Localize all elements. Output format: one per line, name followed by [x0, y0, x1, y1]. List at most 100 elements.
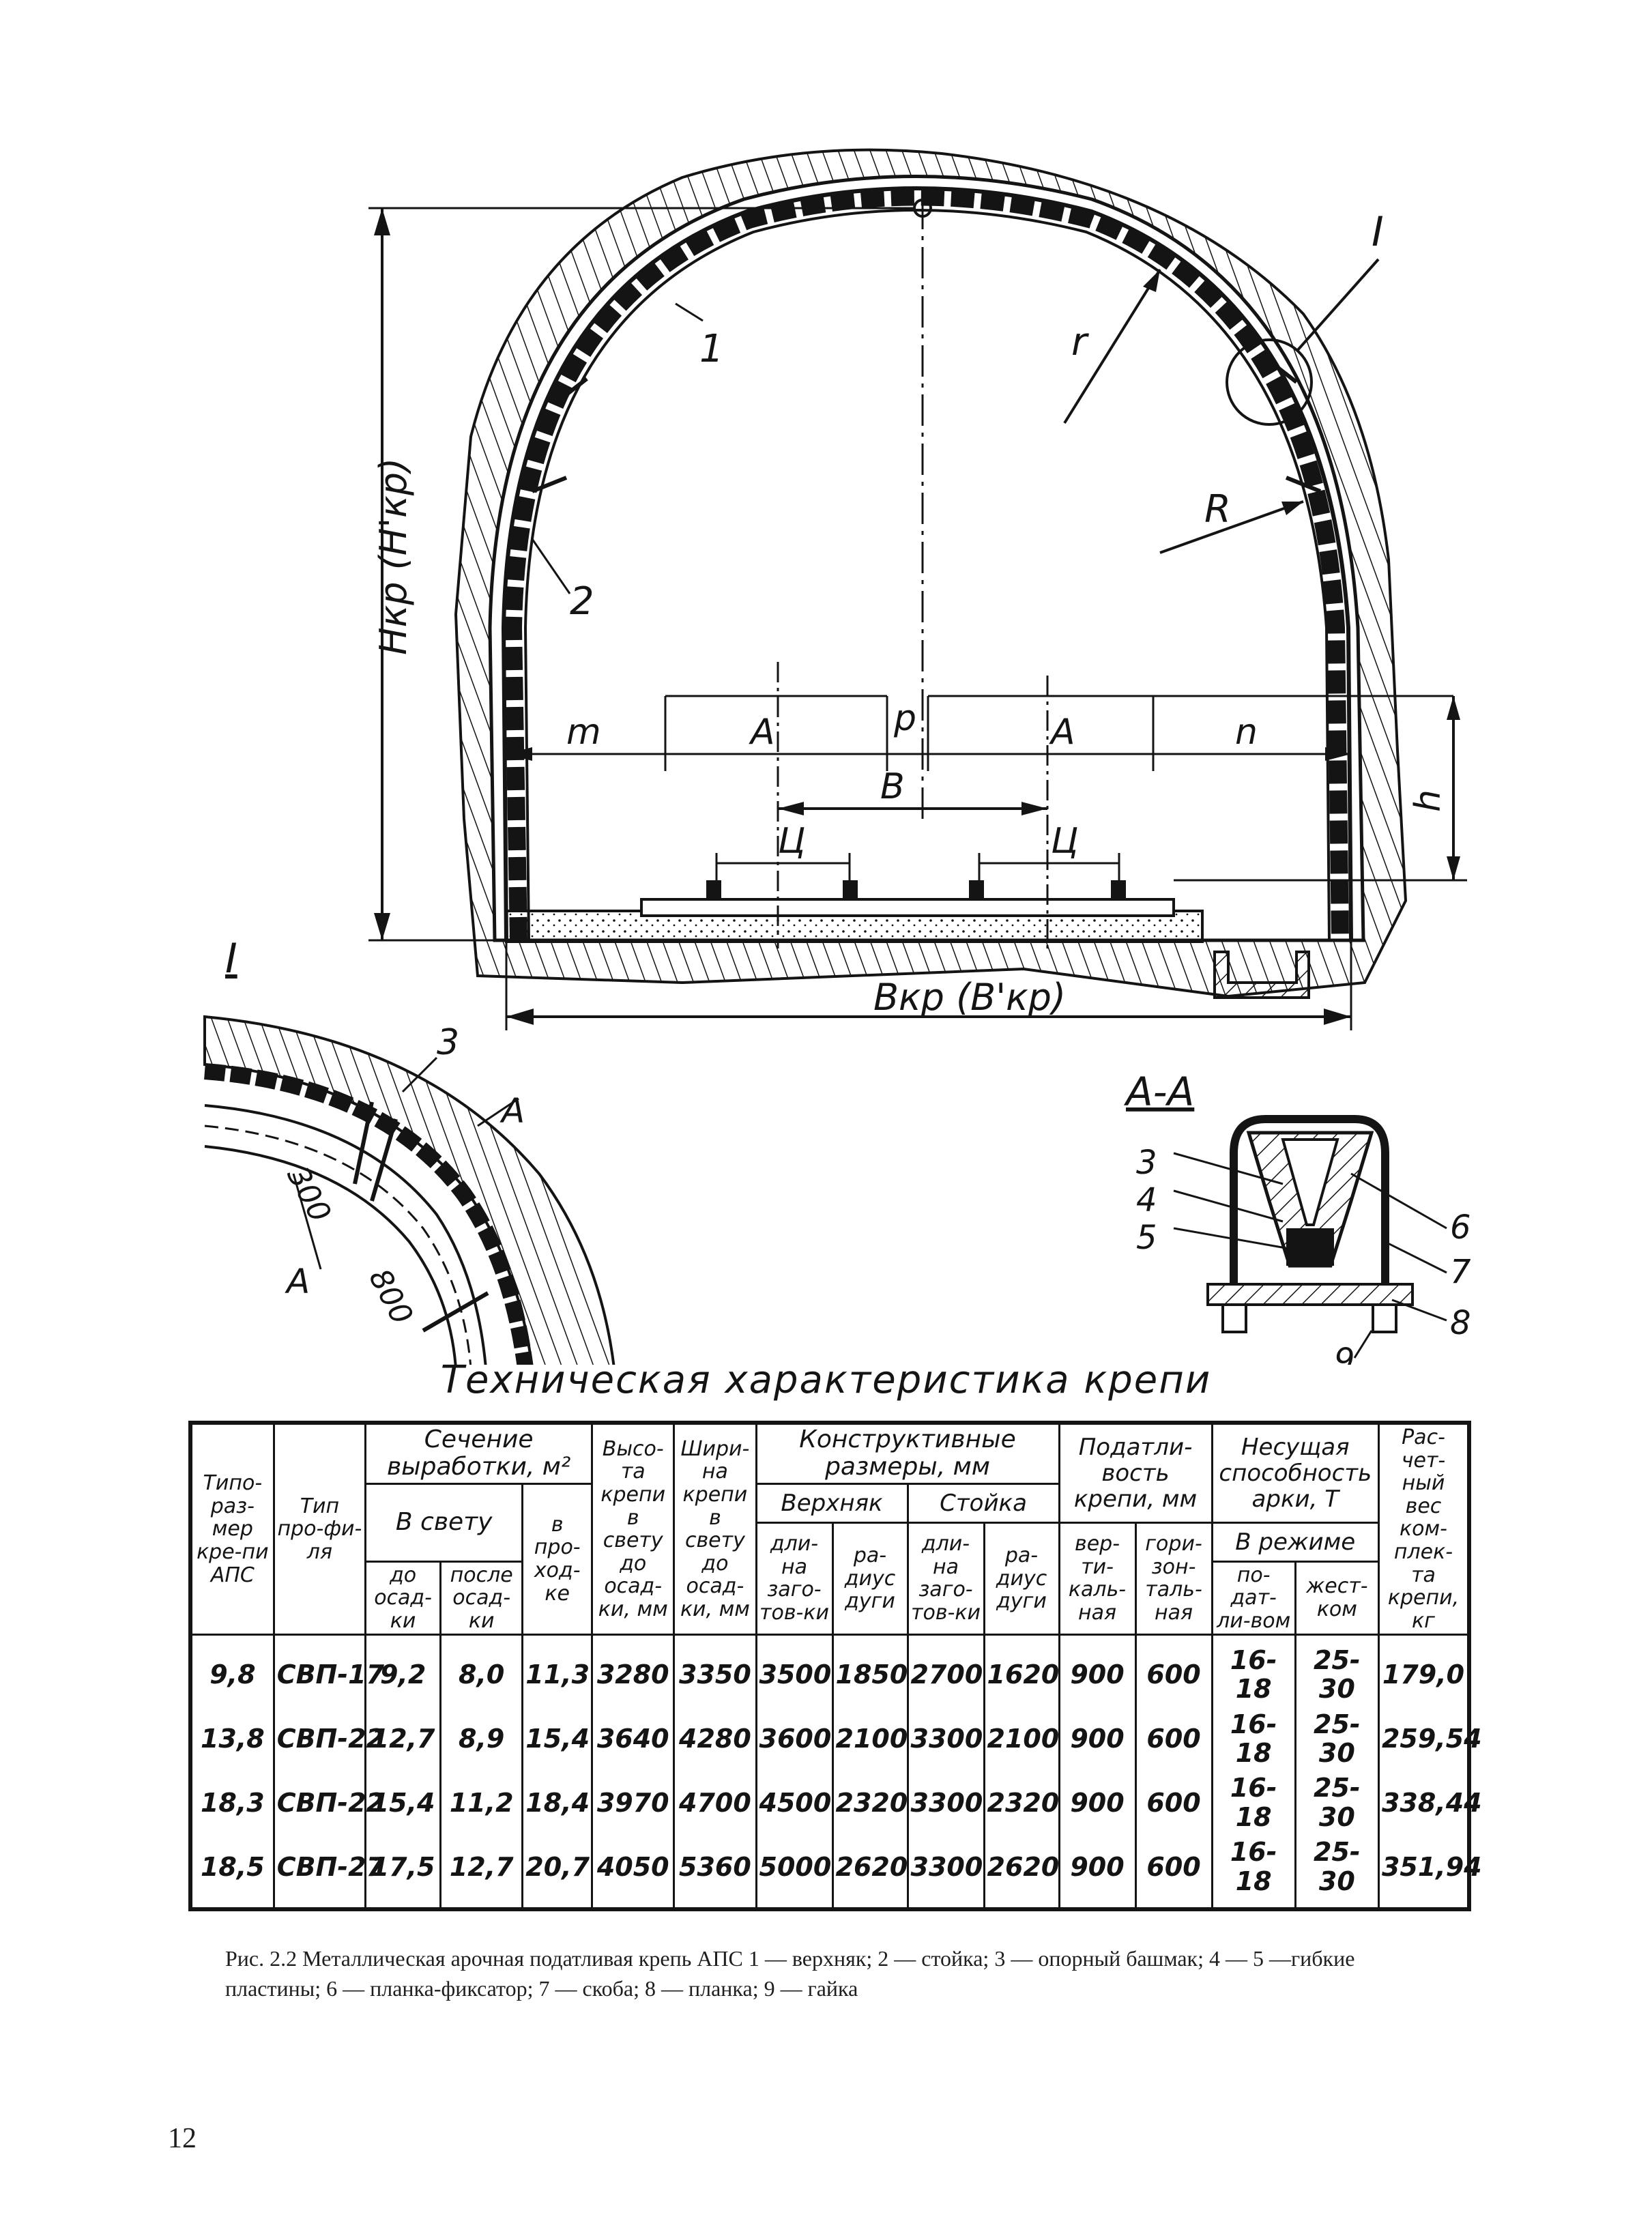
- table-cell: 2100: [831, 1707, 909, 1771]
- table-cell: 900: [1058, 1771, 1137, 1835]
- table-cell: 3300: [906, 1771, 985, 1835]
- table-cell: 600: [1134, 1834, 1213, 1910]
- detail-800-label: 800: [362, 1263, 419, 1330]
- table-cell: 8,9: [439, 1707, 524, 1771]
- table-cell: 18,3: [189, 1771, 275, 1835]
- table-cell: 13,8: [189, 1707, 275, 1771]
- section-A-A: A-A 3 4 5 6 7 8 9: [1123, 1069, 1471, 1365]
- table-cell: 12,7: [439, 1834, 524, 1910]
- table-cell: 1850: [831, 1634, 909, 1707]
- table-cell: 4500: [755, 1771, 834, 1835]
- excavation-cavity: [488, 175, 1365, 942]
- hdr-section: Сечение выработки, м²: [364, 1421, 594, 1485]
- table-cell: 16-18: [1211, 1771, 1296, 1835]
- table-cell: 2100: [983, 1707, 1060, 1771]
- table-cell: 179,0: [1377, 1634, 1470, 1707]
- table-cell: 900: [1058, 1834, 1137, 1910]
- table-cell: 11,3: [521, 1634, 594, 1707]
- radius-R-label: R: [1204, 487, 1231, 532]
- table-cell: 2320: [831, 1771, 909, 1835]
- detail-section-a-top: A: [499, 1091, 525, 1131]
- table-cell: 25-30: [1294, 1834, 1380, 1910]
- lagging-band: [504, 188, 1349, 941]
- width-dimension-label: Bкр (B'кр): [873, 976, 1066, 1019]
- hdr-yield: Податли-вость крепи, мм: [1058, 1421, 1213, 1524]
- section-title: A-A: [1123, 1069, 1194, 1115]
- spec-table: Типо-раз-мер кре-пи АПС Тип про-фи-ля Се…: [188, 1421, 1482, 1912]
- table-cell: 5000: [755, 1834, 834, 1910]
- table-cell: 3350: [673, 1634, 757, 1707]
- section-bracket: [1230, 1115, 1389, 1283]
- table-cell: 3500: [755, 1634, 834, 1707]
- table-cell: 4280: [673, 1707, 757, 1771]
- hdr-p-length: дли-на заго-тов-ки: [906, 1521, 985, 1636]
- detail-marker-circle: [1226, 338, 1313, 426]
- table-cell: 2320: [983, 1771, 1060, 1835]
- table-cell: 20,7: [521, 1834, 594, 1910]
- table-cell: 338,44: [1377, 1771, 1482, 1835]
- table-cell: 3970: [591, 1771, 676, 1835]
- table-cell: 25-30: [1294, 1707, 1380, 1771]
- radius-r-label: r: [1071, 320, 1089, 364]
- detail-300-label: 300: [280, 1161, 337, 1228]
- arch-bolts: [531, 356, 1322, 493]
- hdr-typesize: Типо-раз-мер кре-пи АПС: [189, 1421, 275, 1636]
- dim-p-label: p: [893, 698, 916, 739]
- hdr-bearing: Несущая способность арки, Т: [1211, 1421, 1380, 1524]
- table-cell: 600: [1134, 1771, 1213, 1835]
- sec-part-9: 9: [1334, 1342, 1355, 1365]
- hdr-profile: Тип про-фи-ля: [272, 1421, 367, 1636]
- page-number: 12: [168, 2123, 197, 2154]
- table-cell: 5360: [673, 1834, 757, 1910]
- steel-arch-inner: [523, 209, 1331, 941]
- section-flex-plates: [1286, 1228, 1334, 1266]
- table-cell: 9,2: [364, 1634, 442, 1707]
- sec-part-8: 8: [1450, 1304, 1471, 1342]
- table-cell: 2700: [906, 1634, 985, 1707]
- hdr-p-radius: ра-диус дуги: [983, 1521, 1060, 1636]
- table-cell: 600: [1134, 1634, 1213, 1707]
- table-cell: 3300: [906, 1707, 985, 1771]
- part-2-label: 2: [570, 579, 594, 624]
- table-cell: 2620: [831, 1834, 909, 1910]
- table-cell: 351,94: [1377, 1834, 1482, 1910]
- part-1-label: 1: [699, 327, 724, 371]
- hdr-width: Шири-на крепи в свету до осад-ки, мм: [673, 1421, 757, 1636]
- dimension-chain-top: [506, 662, 1467, 948]
- dim-c-left-label: Ц: [778, 821, 805, 862]
- table-cell: 900: [1058, 1707, 1137, 1771]
- table-cell: 15,4: [521, 1707, 594, 1771]
- table-cell: 17,5: [364, 1834, 442, 1910]
- sleeper: [640, 898, 1175, 917]
- table-cell: 3280: [591, 1634, 676, 1707]
- table-cell: 4050: [591, 1834, 676, 1910]
- table-cell: СВП-22: [272, 1707, 384, 1771]
- hdr-tb-length: дли-на заго-тов-ки: [755, 1521, 834, 1636]
- dim-b-label: B: [880, 766, 905, 807]
- hdr-clear: В свету: [364, 1482, 524, 1563]
- table-cell: СВП-22: [272, 1771, 384, 1835]
- figure-caption: Рис. 2.2 Металлическая арочная податлива…: [225, 1946, 1355, 2001]
- radius-r-line: [1063, 268, 1161, 424]
- dim-a-right-label: A: [1049, 712, 1075, 753]
- dim-a-left-label: A: [749, 712, 775, 753]
- table-cell: 16-18: [1211, 1834, 1296, 1910]
- drainage-channel: [1213, 951, 1310, 999]
- hdr-before: до осад-ки: [364, 1560, 442, 1636]
- steel-arch: [501, 186, 1353, 941]
- dim-c-right-label: Ц: [1051, 821, 1078, 862]
- table-cell: 8,0: [439, 1634, 524, 1707]
- table-cell: 12,7: [364, 1707, 442, 1771]
- table-cell: СВП-27: [272, 1834, 384, 1910]
- dim-h-label: h: [1408, 789, 1449, 812]
- hdr-height: Высо-та крепи в свету до осад-ки, мм: [591, 1421, 676, 1636]
- hdr-after: после осад-ки: [439, 1560, 524, 1636]
- table-cell: 3640: [591, 1707, 676, 1771]
- table-cell: 18,5: [189, 1834, 275, 1910]
- hdr-in-excavation: в про-ход-ке: [521, 1482, 594, 1636]
- table-cell: 25-30: [1294, 1771, 1380, 1835]
- table-cell: 3300: [906, 1834, 985, 1910]
